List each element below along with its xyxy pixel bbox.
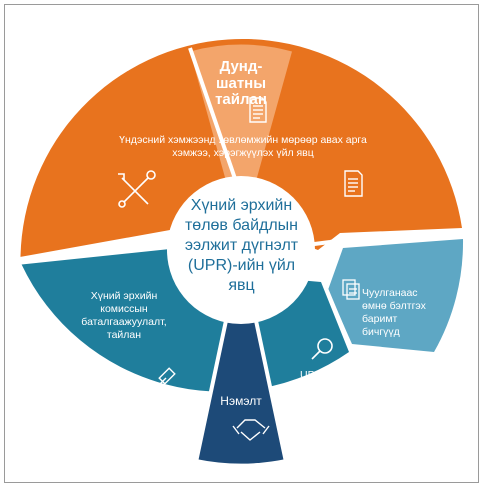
document-icon [249,97,267,123]
gavel-icon [145,367,185,410]
document-icon [344,170,363,197]
right-text: Чуулганаас өмнө бэлтгэх баримт бичгүүд [362,287,426,339]
bottom-right-text: UPR Ажлын хэсгийн дүгнэлт, тайлан [300,369,376,408]
documents-icon [342,279,360,300]
segment-top-highlight [190,44,292,235]
center-circle [167,176,315,324]
handshake-icon [232,419,270,441]
tools-icon [118,170,156,208]
bottom-text: Нэмэлт [220,394,262,408]
top-title: Дунд-шатны тайлан [215,58,267,108]
segment-bottom [196,247,286,464]
left-text: Хүний эрхийн комиссын баталгаажуулалт, т… [81,290,167,342]
magnifier-icon [311,338,333,360]
segment-right [328,239,464,352]
top-text: Үндэсний хэмжээнд зөвлөмжийн мөрөөр авах… [119,134,367,160]
center-text: Хүний эрхийн төлөв байдлын ээлжит дүгнэл… [184,197,299,294]
figure-frame [4,4,479,483]
